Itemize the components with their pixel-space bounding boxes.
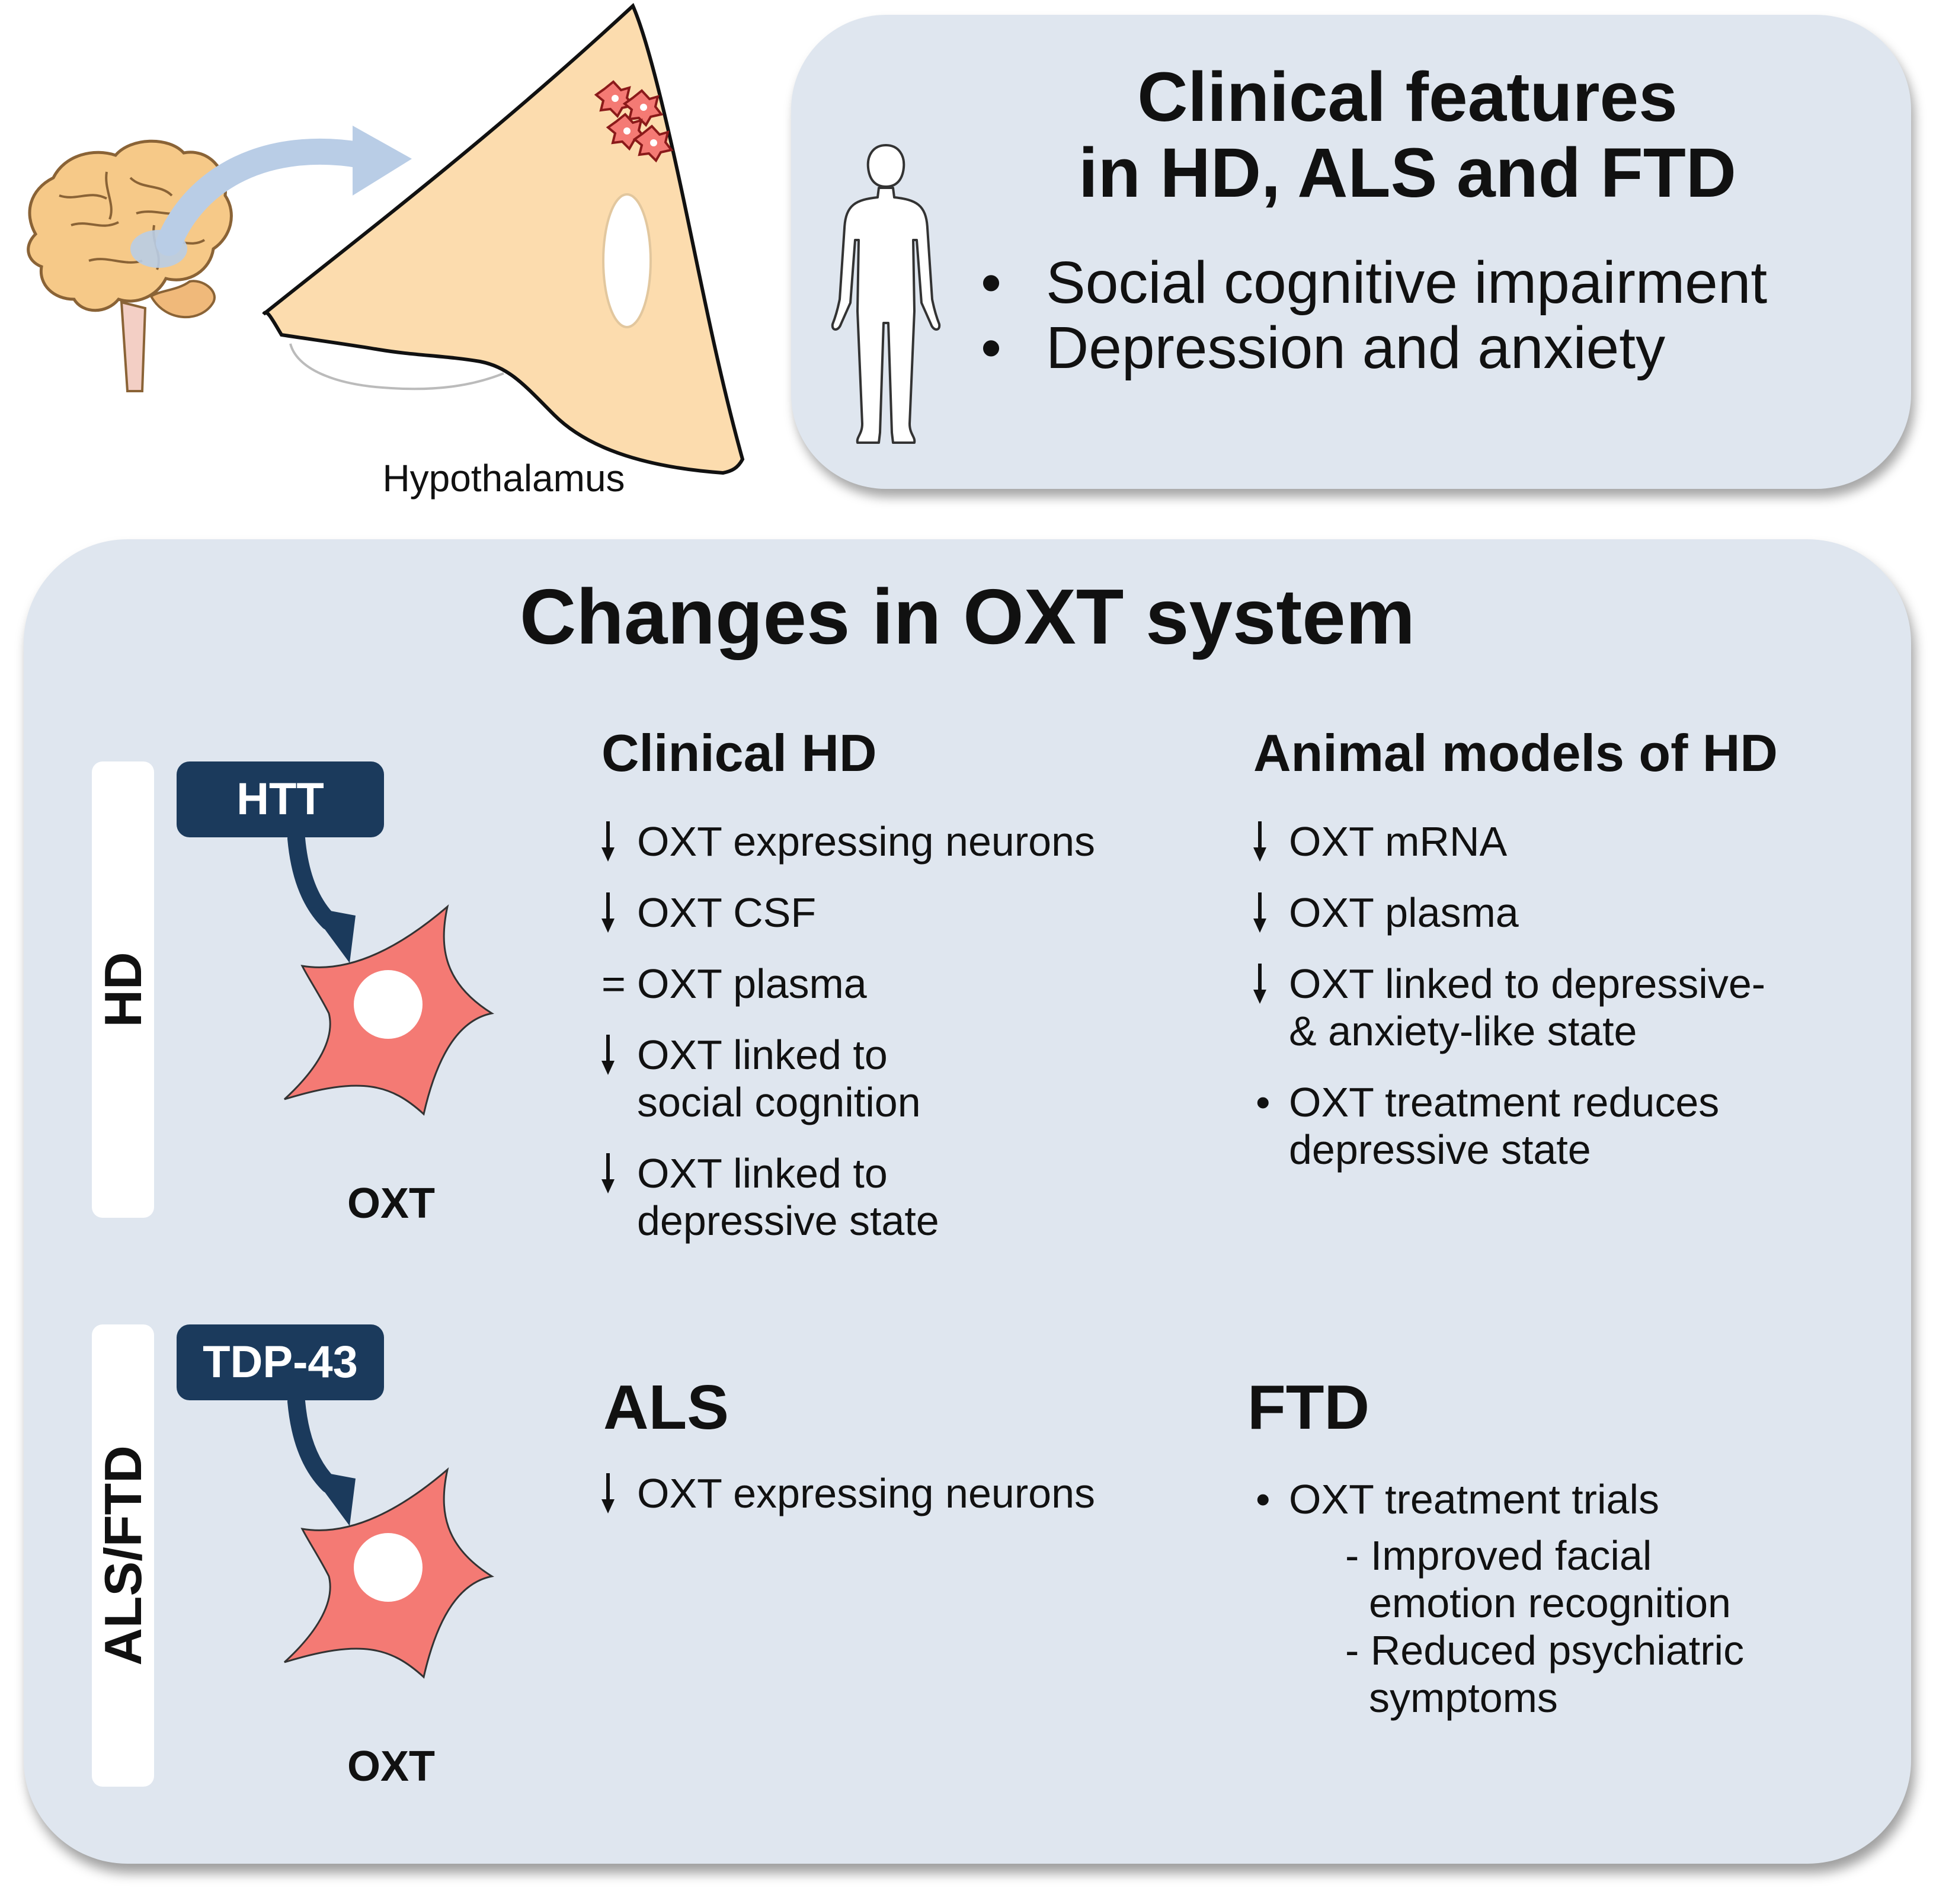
animal-model-item-text: depressive state [1289, 1127, 1591, 1173]
clinical-hd-item-text: OXT expressing neurons [637, 818, 1096, 865]
decrease-arrow-icon [1253, 960, 1289, 1011]
hypothalamus-illustration [0, 0, 770, 533]
hypothalamus-label: Hypothalamus [382, 457, 625, 500]
bullet-marker: • [1256, 1079, 1271, 1125]
clinical-hd-item-text: OXT linked to [637, 1150, 888, 1196]
animal-model-item-text: OXT treatment reduces [1289, 1079, 1720, 1125]
clinical-features-panel: Clinical features in HD, ALS and FTD • So… [791, 15, 1911, 489]
als-ftd-row-tab: ALS/FTD [92, 1324, 154, 1787]
als-ftd-row-tab-label: ALS/FTD [93, 1445, 152, 1666]
als-ftd-oxt-neuron-icon [283, 1399, 494, 1679]
als-heading: ALS [603, 1372, 729, 1442]
animal-model-item-text: OXT linked to depressive- [1289, 961, 1766, 1007]
equal-marker: = [601, 961, 626, 1007]
human-body-icon [831, 144, 941, 444]
ftd-subitem-line: - Improved facial [1345, 1532, 1652, 1579]
clinical-hd-heading: Clinical HD [601, 724, 877, 782]
clinical-hd-item-text: OXT linked to [637, 1032, 888, 1078]
ventricle-oval [602, 193, 652, 328]
tdp43-protein-badge: TDP-43 [177, 1324, 384, 1400]
hd-oxt-neuron-icon [283, 836, 494, 1116]
decrease-arrow-icon [601, 1150, 637, 1201]
ftd-heading: FTD [1247, 1372, 1370, 1442]
clinical-hd-item-text: OXT plasma [637, 961, 867, 1007]
clinical-hd-item-text: OXT CSF [637, 889, 817, 936]
animal-model-item-text: & anxiety-like state [1289, 1008, 1637, 1054]
oxt-system-panel: Changes in OXT system HD HTT OXT Clinica… [24, 539, 1911, 1864]
decrease-arrow-icon [601, 1031, 637, 1082]
animal-model-item-text: OXT mRNA [1289, 818, 1508, 865]
ftd-subitem-line: symptoms [1369, 1675, 1558, 1721]
clinical-hd-item-text: social cognition [637, 1079, 921, 1125]
decrease-arrow-icon [601, 1470, 637, 1521]
zoom-arrow-icon [156, 138, 375, 256]
brain-to-hypothalamus-graphic [27, 2, 745, 475]
clinical-feature-item: • Social cognitive impairment [981, 249, 1767, 317]
bullet: • [981, 249, 1002, 316]
decrease-arrow-icon [601, 889, 637, 940]
clinical-feature-text: Depression and anxiety [1046, 315, 1666, 381]
oxt-system-title: Changes in OXT system [519, 573, 1416, 660]
als-item-text: OXT expressing neurons [637, 1470, 1096, 1516]
ftd-subitem-line: emotion recognition [1369, 1580, 1731, 1626]
hd-row-tab: HD [92, 761, 154, 1218]
ftd-item-text: OXT treatment trials [1289, 1476, 1660, 1522]
hd-row-tab-label: HD [93, 952, 152, 1028]
htt-protein-badge: HTT [177, 761, 384, 837]
decrease-arrow-icon [1253, 818, 1289, 869]
bullet: • [981, 315, 1002, 381]
clinical-features-title: Clinical features in HD, ALS and FTD [945, 59, 1870, 211]
clinical-feature-text: Social cognitive impairment [1046, 249, 1768, 316]
decrease-arrow-icon [1253, 889, 1289, 940]
ftd-subitem-line: - Reduced psychiatric [1345, 1627, 1745, 1673]
hd-oxt-cell-label: OXT [347, 1180, 435, 1227]
animal-models-heading: Animal models of HD [1253, 724, 1778, 782]
hypothalamus-section [262, 2, 745, 475]
bullet-marker: • [1256, 1476, 1271, 1522]
arrow-head-icon [353, 126, 412, 196]
animal-model-item-text: OXT plasma [1289, 889, 1519, 936]
als-ftd-oxt-cell-label: OXT [347, 1743, 435, 1790]
decrease-arrow-icon [601, 818, 637, 869]
clinical-features-title-line1: Clinical features [1137, 58, 1678, 136]
clinical-feature-item: • Depression and anxiety [981, 314, 1665, 382]
clinical-features-title-line2: in HD, ALS and FTD [1079, 134, 1736, 212]
clinical-hd-item-text: depressive state [637, 1198, 939, 1244]
